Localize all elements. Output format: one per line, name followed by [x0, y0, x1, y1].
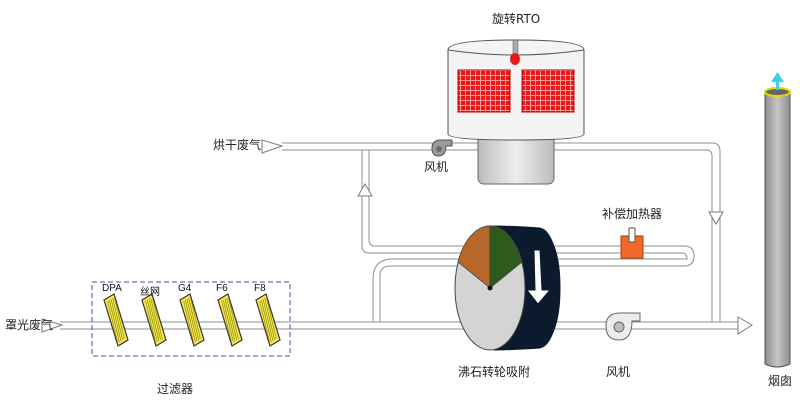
rto-label: 旋转RTO — [492, 12, 541, 26]
filter-label-3: G4 — [178, 283, 192, 294]
wheel-desorb-sector — [457, 225, 491, 289]
heater-label: 补偿加热器 — [602, 207, 663, 221]
chimney-label: 烟囱 — [768, 374, 793, 388]
fan-top-icon — [431, 139, 453, 157]
arrow-down-right — [708, 211, 724, 225]
fan-bottom-icon — [605, 312, 641, 341]
filter-5 — [255, 293, 281, 347]
rto-dome — [447, 39, 585, 141]
filter-label-1: DPA — [102, 283, 122, 294]
chimney — [764, 72, 791, 368]
flow-arrows — [41, 139, 753, 335]
arrow-to-chimney — [737, 316, 753, 335]
rotation-arrow-icon — [525, 249, 552, 305]
filter-group-label: 过滤器 — [157, 382, 194, 396]
dry-exhaust-label: 烘干废气 — [213, 138, 262, 152]
fan-bottom-label: 风机 — [606, 365, 631, 379]
filter-2 — [141, 293, 167, 347]
rto-panel-right — [521, 69, 575, 113]
rto-indicator — [510, 53, 520, 65]
rto-unit — [447, 39, 585, 185]
fan-top-label: 风机 — [424, 160, 449, 174]
filters — [103, 293, 281, 347]
filter-3 — [179, 293, 205, 347]
filter-label-4: F6 — [216, 283, 228, 294]
wheel-cool-sector — [489, 225, 523, 289]
uv-exhaust-label: 罩光废气 — [5, 318, 54, 332]
heater-unit — [620, 227, 644, 259]
pipe-network — [60, 142, 738, 330]
filter-1 — [103, 293, 129, 347]
rto-panel-left — [457, 69, 511, 113]
zeolite-wheel — [454, 225, 561, 351]
filter-label-2: 丝网 — [140, 287, 160, 298]
arrow-uv-inlet — [41, 318, 64, 333]
filter-label-5: F8 — [254, 283, 266, 294]
zeolite-wheel-label: 沸石转轮吸附 — [458, 365, 531, 379]
arrow-dry-inlet — [261, 139, 284, 154]
filter-box — [91, 281, 291, 357]
filter-4 — [217, 293, 243, 347]
exhaust-up-arrow-icon — [771, 72, 784, 82]
arrow-up-branch — [357, 183, 373, 197]
